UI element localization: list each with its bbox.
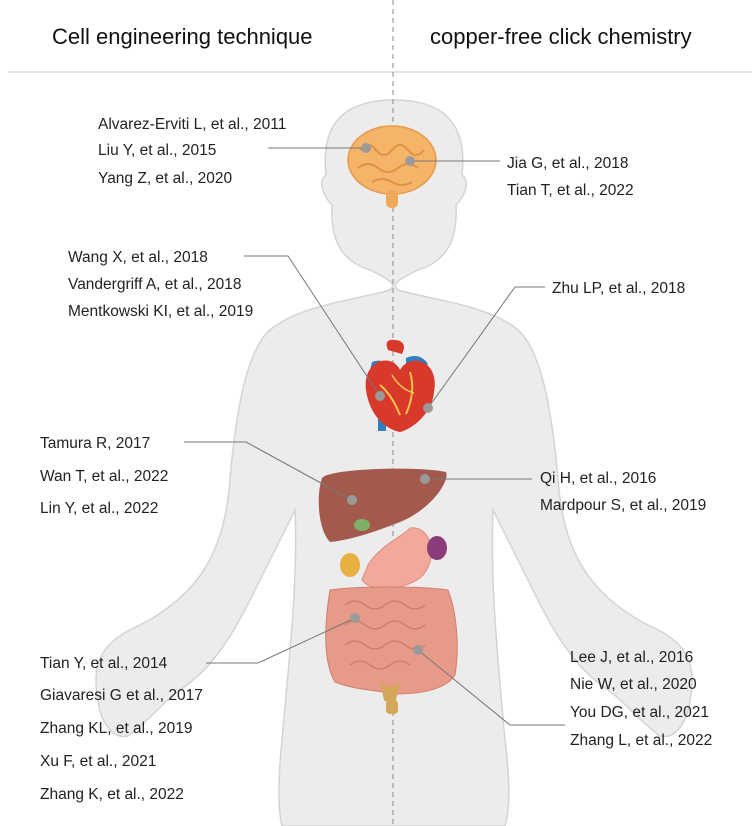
ref-intestine-left-4: Xu F, et al., 2021 — [40, 754, 156, 770]
heart-right-marker — [423, 403, 433, 413]
intestine-right-marker — [413, 645, 423, 655]
ref-liver-right-1: Qi H, et al., 2016 — [540, 471, 656, 487]
ref-liver-right-2: Mardpour S, et al., 2019 — [540, 498, 706, 514]
ref-intestine-left-5: Zhang K, et al., 2022 — [40, 787, 184, 803]
header-cell-engineering: Cell engineering technique — [52, 24, 313, 50]
ref-brain-left-3: Yang Z, et al., 2020 — [98, 171, 232, 187]
ref-brain-right-1: Jia G, et al., 2018 — [507, 156, 629, 172]
ref-intestine-right-3: You DG, et al., 2021 — [570, 705, 709, 721]
ref-intestine-left-3: Zhang KL, et al., 2019 — [40, 721, 193, 737]
ref-heart-right-1: Zhu LP, et al., 2018 — [552, 281, 685, 297]
ref-liver-left-1: Tamura R, 2017 — [40, 436, 150, 452]
heart-left-marker — [375, 391, 385, 401]
ref-liver-left-2: Wan T, et al., 2022 — [40, 469, 168, 485]
ref-brain-left-2: Liu Y, et al., 2015 — [98, 143, 216, 159]
ref-heart-left-3: Mentkowski KI, et al., 2019 — [68, 304, 253, 320]
ref-intestine-right-2: Nie W, et al., 2020 — [570, 677, 697, 693]
ref-intestine-right-1: Lee J, et al., 2016 — [570, 650, 693, 666]
ref-brain-right-2: Tian T, et al., 2022 — [507, 183, 634, 199]
header-click-chemistry: copper-free click chemistry — [430, 24, 692, 50]
brain-left-marker — [361, 143, 371, 153]
brain-right-marker — [405, 156, 415, 166]
liver-left-marker — [347, 495, 357, 505]
ref-intestine-left-1: Tian Y, et al., 2014 — [40, 656, 167, 672]
intestine-left-marker — [350, 613, 360, 623]
ref-intestine-right-4: Zhang L, et al., 2022 — [570, 733, 712, 749]
ref-liver-left-3: Lin Y, et al., 2022 — [40, 501, 158, 517]
ref-intestine-left-2: Giavaresi G et al., 2017 — [40, 688, 203, 704]
ref-heart-left-2: Vandergriff A, et al., 2018 — [68, 277, 242, 293]
ref-brain-left-1: Alvarez-Erviti L, et al., 2011 — [98, 117, 286, 133]
ref-heart-left-1: Wang X, et al., 2018 — [68, 250, 208, 266]
liver-right-marker — [420, 474, 430, 484]
